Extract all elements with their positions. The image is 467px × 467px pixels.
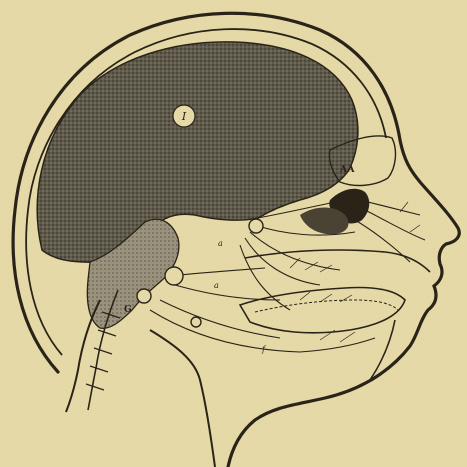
nose-label: AA [339, 165, 355, 175]
small-label-a2: a [214, 281, 219, 290]
small-label-a1: a [218, 239, 223, 248]
ganglion-mid [165, 267, 183, 285]
ganglion-jaw [191, 317, 201, 327]
brain-label: I [181, 110, 187, 123]
ganglion-lower [137, 289, 151, 303]
ganglion-label: G [124, 305, 132, 315]
ganglion-upper [249, 219, 263, 233]
